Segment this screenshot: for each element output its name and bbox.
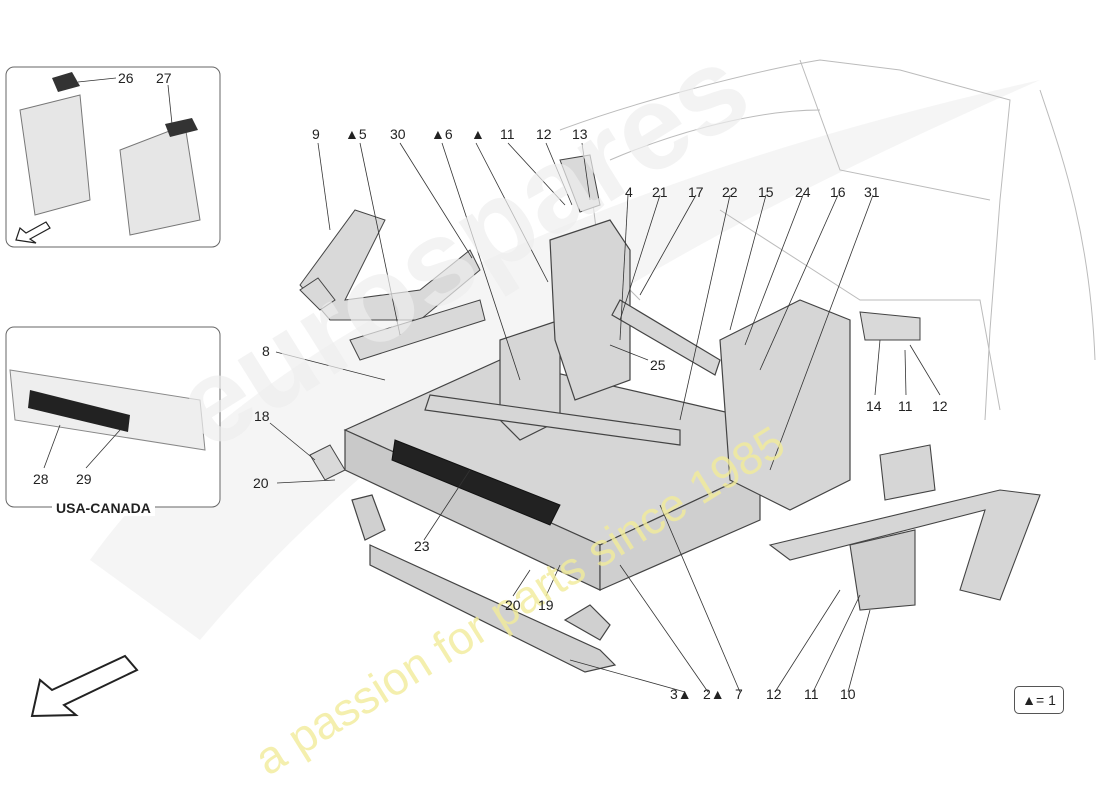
callout-23: 23 [414, 538, 430, 554]
callout-30: 30 [390, 126, 406, 142]
callout-24: 24 [795, 184, 811, 200]
front-subframe [343, 219, 851, 591]
inset-caption: USA-CANADA [52, 500, 155, 516]
callout-22: 22 [722, 184, 738, 200]
callout-25: 25 [650, 357, 666, 373]
callout-12-right: 12 [932, 398, 948, 414]
callout-12-top: 12 [536, 126, 552, 142]
callout-11-right: 11 [898, 398, 913, 414]
front-direction-arrow-icon [30, 654, 139, 718]
callout-4: 4 [625, 184, 633, 200]
callout-16: 16 [830, 184, 846, 200]
callout-27: 27 [156, 70, 172, 86]
callout-2: 2▲ [703, 686, 725, 702]
callout-11-top: 11 [500, 126, 515, 142]
leader-lines [269, 142, 941, 693]
inset-brackets-26-27 [5, 66, 221, 248]
callout-5: ▲5 [345, 126, 367, 142]
callout-31: 31 [864, 184, 880, 200]
callout-29: 29 [76, 471, 92, 487]
callout-7: 7 [735, 686, 743, 702]
callout-21: 21 [652, 184, 668, 200]
inset-usa-canada [5, 326, 221, 508]
callout-15: 15 [758, 184, 774, 200]
callout-8: 8 [262, 343, 270, 359]
callout-3: 3▲ [670, 686, 692, 702]
callout-11-bottom: 11 [804, 686, 819, 702]
callout-6: ▲6 [431, 126, 453, 142]
legend-box: ▲= 1 [1014, 686, 1064, 714]
callout-20-bottom: 20 [505, 597, 521, 613]
callout-10: 10 [840, 686, 856, 702]
rear-lower-frame [768, 444, 1041, 611]
callout-13: 13 [572, 126, 588, 142]
callout-19: 19 [538, 597, 554, 613]
callout-14: 14 [866, 398, 882, 414]
callout-triangle: ▲ [471, 126, 485, 142]
watermark-swoosh [90, 80, 1040, 640]
callout-20-left: 20 [253, 475, 269, 491]
callout-26: 26 [118, 70, 134, 86]
callout-28: 28 [33, 471, 49, 487]
callout-12-bottom: 12 [766, 686, 782, 702]
bumper-beam [351, 494, 617, 673]
callout-17: 17 [688, 184, 704, 200]
upper-strut-frame [299, 209, 486, 361]
callout-9: 9 [312, 126, 320, 142]
absorber-strip [391, 439, 561, 526]
callout-18: 18 [254, 408, 270, 424]
